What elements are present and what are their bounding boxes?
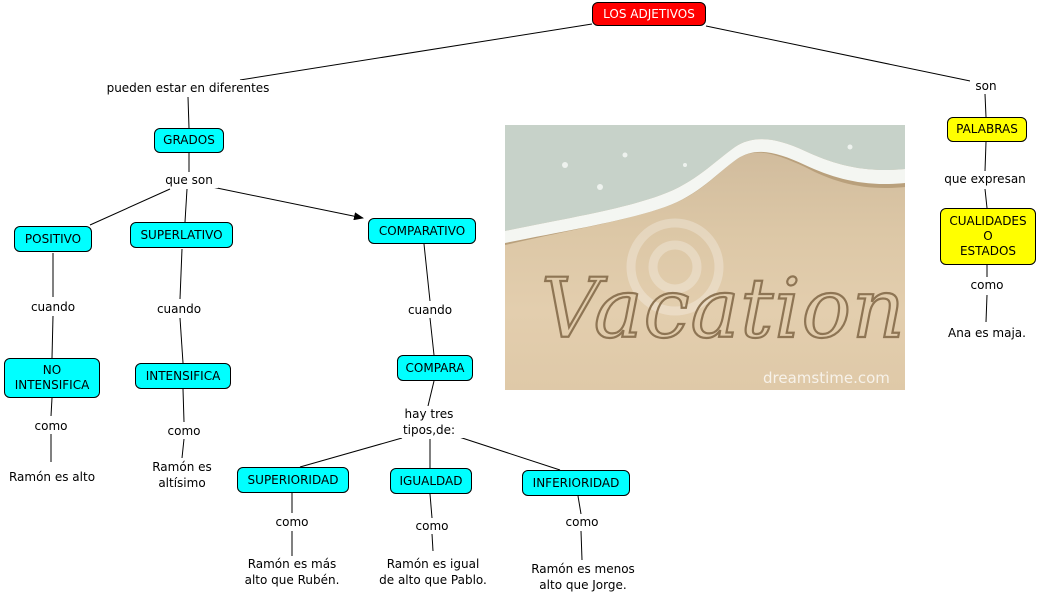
node-positivo[interactable]: POSITIVO [14, 226, 92, 252]
edge-grados-link-grados [187, 96, 190, 129]
link-como-igualdad: como [412, 518, 452, 534]
edge-como-ejemplo-inferioridad [580, 530, 583, 561]
node-inferioridad[interactable]: INFERIORIDAD [522, 470, 630, 496]
example-ramon-altisimo: Ramón es altísimo [142, 459, 222, 491]
link-pueden-estar: pueden estar en diferentes [102, 80, 274, 96]
link-como-cualidades: como [967, 277, 1007, 293]
edge-como-ejemplo-igualdad [431, 533, 434, 552]
edge-palabras-que-expresan [984, 141, 987, 172]
node-palabras[interactable]: PALABRAS [947, 117, 1027, 142]
edge-que-son-positivo [89, 188, 171, 226]
example-igualdad: Ramón es igual de alto que Pablo. [372, 556, 494, 588]
edge-que-son-superlativo [184, 188, 188, 223]
edge-inferioridad-como [577, 495, 582, 515]
link-cuando-superlativo: cuando [152, 301, 206, 317]
edge-cuando-intensifica [179, 317, 184, 364]
beach-illustration: Vacation dreamstime.com [505, 125, 905, 387]
link-como-superioridad: como [272, 514, 312, 530]
edge-que-son-comparativo [211, 186, 364, 221]
edge-root-son [705, 25, 976, 83]
link-son: son [970, 78, 1002, 94]
node-superioridad[interactable]: SUPERIORIDAD [237, 467, 349, 493]
link-cuando-comparativo: cuando [403, 302, 457, 318]
edge-hay-tres-superioridad [299, 437, 403, 468]
node-grados[interactable]: GRADOS [154, 128, 224, 153]
edge-superlativo-cuando [179, 248, 183, 300]
wave-foam [505, 139, 905, 243]
node-cualidades-o-estados[interactable]: CUALIDADES O ESTADOS [940, 208, 1036, 265]
edge-que-expresan-cualidades [984, 188, 988, 209]
example-superioridad: Ramón es más alto que Rubén. [236, 556, 348, 588]
link-que-son: que son [160, 172, 218, 188]
link-hay-tres-tipos: hay tres tipos,de: [392, 406, 466, 438]
example-inferioridad: Ramón es menos alto que Jorge. [524, 561, 642, 593]
beach-photo: Vacation dreamstime.com [505, 125, 905, 390]
node-intensifica[interactable]: INTENSIFICA [135, 363, 231, 389]
node-superlativo[interactable]: SUPERLATIVO [130, 222, 233, 248]
edge-root-grados-link [239, 23, 593, 81]
edge-cuando-compara [429, 317, 435, 356]
edge-intensifica-como [182, 388, 185, 423]
edge-son-palabras [984, 93, 987, 118]
link-que-expresan: que expresan [938, 171, 1032, 187]
root-node-los-adjetivos[interactable]: LOS ADJETIVOS [592, 2, 706, 26]
edge-comparativo-cuando [423, 243, 431, 302]
node-comparativo[interactable]: COMPARATIVO [368, 218, 476, 244]
edge-cuando-no-intensifica [51, 315, 54, 359]
link-cuando-positivo: cuando [26, 299, 80, 315]
node-compara[interactable]: COMPARA [397, 355, 473, 381]
edge-como-ana [985, 294, 988, 323]
node-igualdad[interactable]: IGUALDAD [390, 468, 472, 494]
edge-no-intensifica-como [50, 397, 53, 417]
example-ramon-alto: Ramón es alto [2, 469, 102, 485]
link-como-intensifica: como [164, 423, 204, 439]
link-como-no-intensifica: como [31, 418, 71, 434]
edge-igualdad-como [429, 493, 433, 519]
edge-hay-tres-inferioridad [455, 435, 561, 471]
example-ana-es-maja: Ana es maja. [940, 325, 1034, 341]
edge-como-ramon-altisimo [181, 438, 185, 459]
edge-compara-hay-tres [427, 380, 435, 407]
sea-water [505, 125, 905, 231]
sand-writing-text: Vacation [541, 262, 905, 357]
link-como-inferioridad: como [562, 514, 602, 530]
node-no-intensifica[interactable]: NO INTENSIFICA [4, 358, 100, 398]
watermark-text: dreamstime.com [763, 369, 890, 387]
watermark-rings [626, 218, 724, 316]
